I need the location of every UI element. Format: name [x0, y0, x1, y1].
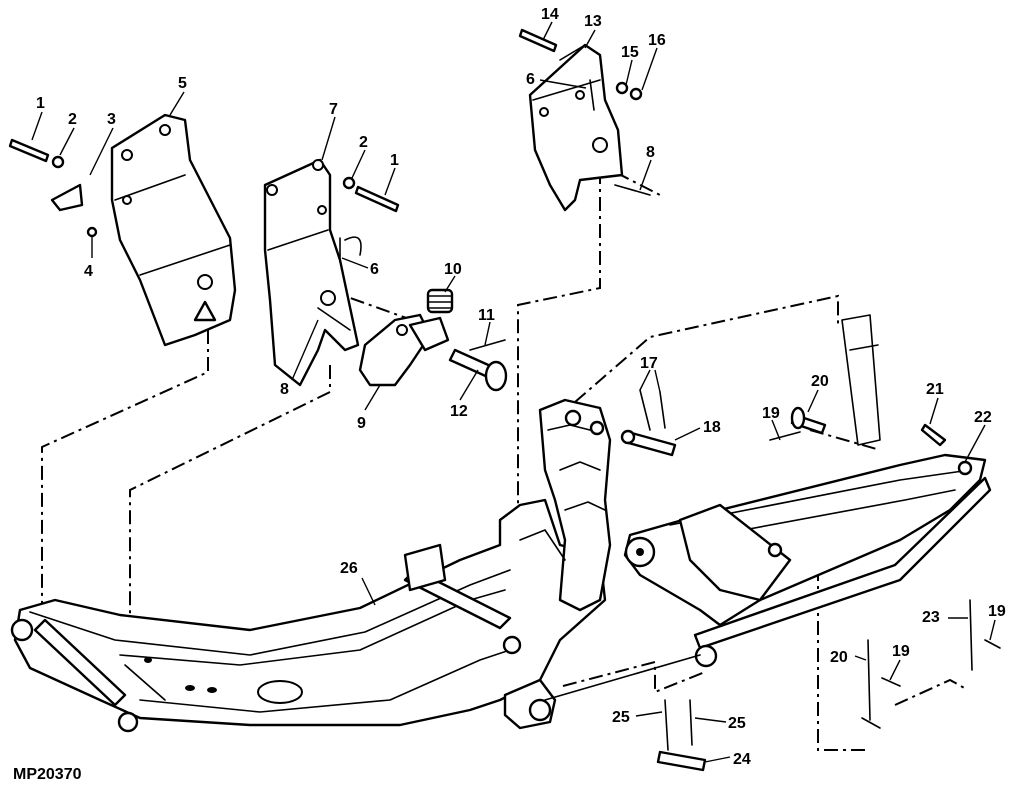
callout-5: 5: [178, 75, 187, 92]
callout-1: 1: [36, 95, 45, 112]
callout-22: 22: [974, 409, 992, 426]
hydraulic-cylinder: [841, 314, 881, 446]
callout-24: 24: [733, 751, 751, 768]
callout-6: 6: [370, 261, 379, 278]
callout-14: 14: [541, 6, 559, 23]
callout-8: 8: [280, 381, 289, 398]
callout-7: 7: [329, 101, 338, 118]
callout-2: 2: [359, 134, 368, 151]
hardware: [8, 28, 1001, 751]
callout-20: 20: [830, 649, 848, 666]
callout-labels: 1 2 3 4 5 7 2 1 6 10 11 8 9 12 14 13 6 1…: [36, 6, 1006, 768]
callout-19: 19: [988, 603, 1006, 620]
callout-10: 10: [444, 261, 462, 278]
callout-leaders: [31, 21, 996, 763]
plate-5: [110, 113, 237, 347]
pin-24: [656, 750, 707, 772]
callout-25: 25: [612, 709, 630, 726]
callout-6: 6: [526, 71, 535, 88]
callout-15: 15: [621, 44, 639, 61]
pin-18: [620, 429, 677, 457]
latch-9: [358, 313, 450, 387]
callout-25: 25: [728, 715, 746, 732]
main-frame: [10, 498, 607, 733]
callout-23: 23: [922, 609, 940, 626]
callout-9: 9: [357, 415, 366, 432]
callout-4: 4: [84, 263, 93, 280]
plate-7: [263, 158, 362, 387]
callout-11: 11: [478, 307, 495, 324]
spring-10: [426, 288, 454, 314]
callout-12: 12: [450, 403, 468, 420]
figure-id: MP20370: [13, 766, 82, 783]
callout-17: 17: [640, 355, 658, 372]
callout-2: 2: [68, 111, 77, 128]
rear-arm: [503, 453, 992, 730]
callout-19: 19: [762, 405, 780, 422]
callout-8: 8: [646, 144, 655, 161]
frame-upright: [519, 398, 612, 612]
pin-20: [790, 406, 827, 435]
bracket-13: [528, 43, 624, 212]
callout-26: 26: [340, 560, 358, 577]
callout-20: 20: [811, 373, 829, 390]
callout-3: 3: [107, 111, 116, 128]
callout-16: 16: [648, 32, 666, 49]
callout-1: 1: [390, 152, 399, 169]
callout-18: 18: [703, 419, 721, 436]
pin-12: [448, 348, 508, 392]
callout-13: 13: [584, 13, 602, 30]
callout-19: 19: [892, 643, 910, 660]
assembly-lines: [41, 147, 969, 751]
callout-21: 21: [926, 381, 944, 398]
